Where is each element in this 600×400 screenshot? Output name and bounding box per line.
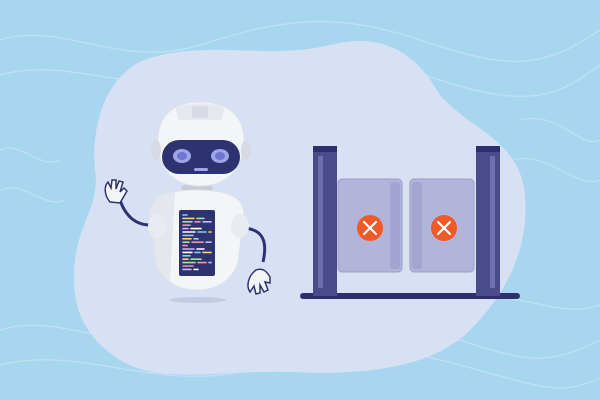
- robot-mouth: [194, 168, 208, 171]
- robot-right-hand: [247, 268, 271, 295]
- close-icon: [357, 215, 383, 241]
- robot-right-arm: [244, 226, 267, 263]
- robot-head: [151, 101, 251, 187]
- turnstile-gate: [300, 146, 520, 299]
- robot-shadow: [170, 297, 226, 303]
- gate-left-post: [313, 146, 337, 296]
- robot-left-hand: [104, 179, 128, 204]
- gate-base: [300, 293, 520, 299]
- robot-visor: [162, 140, 240, 174]
- gate-right-post: [476, 146, 500, 296]
- robot-body: [148, 189, 249, 291]
- close-icon: [431, 215, 457, 241]
- robot-left-arm: [118, 199, 151, 227]
- robot-code-screen: [179, 210, 215, 276]
- robot: [104, 101, 271, 303]
